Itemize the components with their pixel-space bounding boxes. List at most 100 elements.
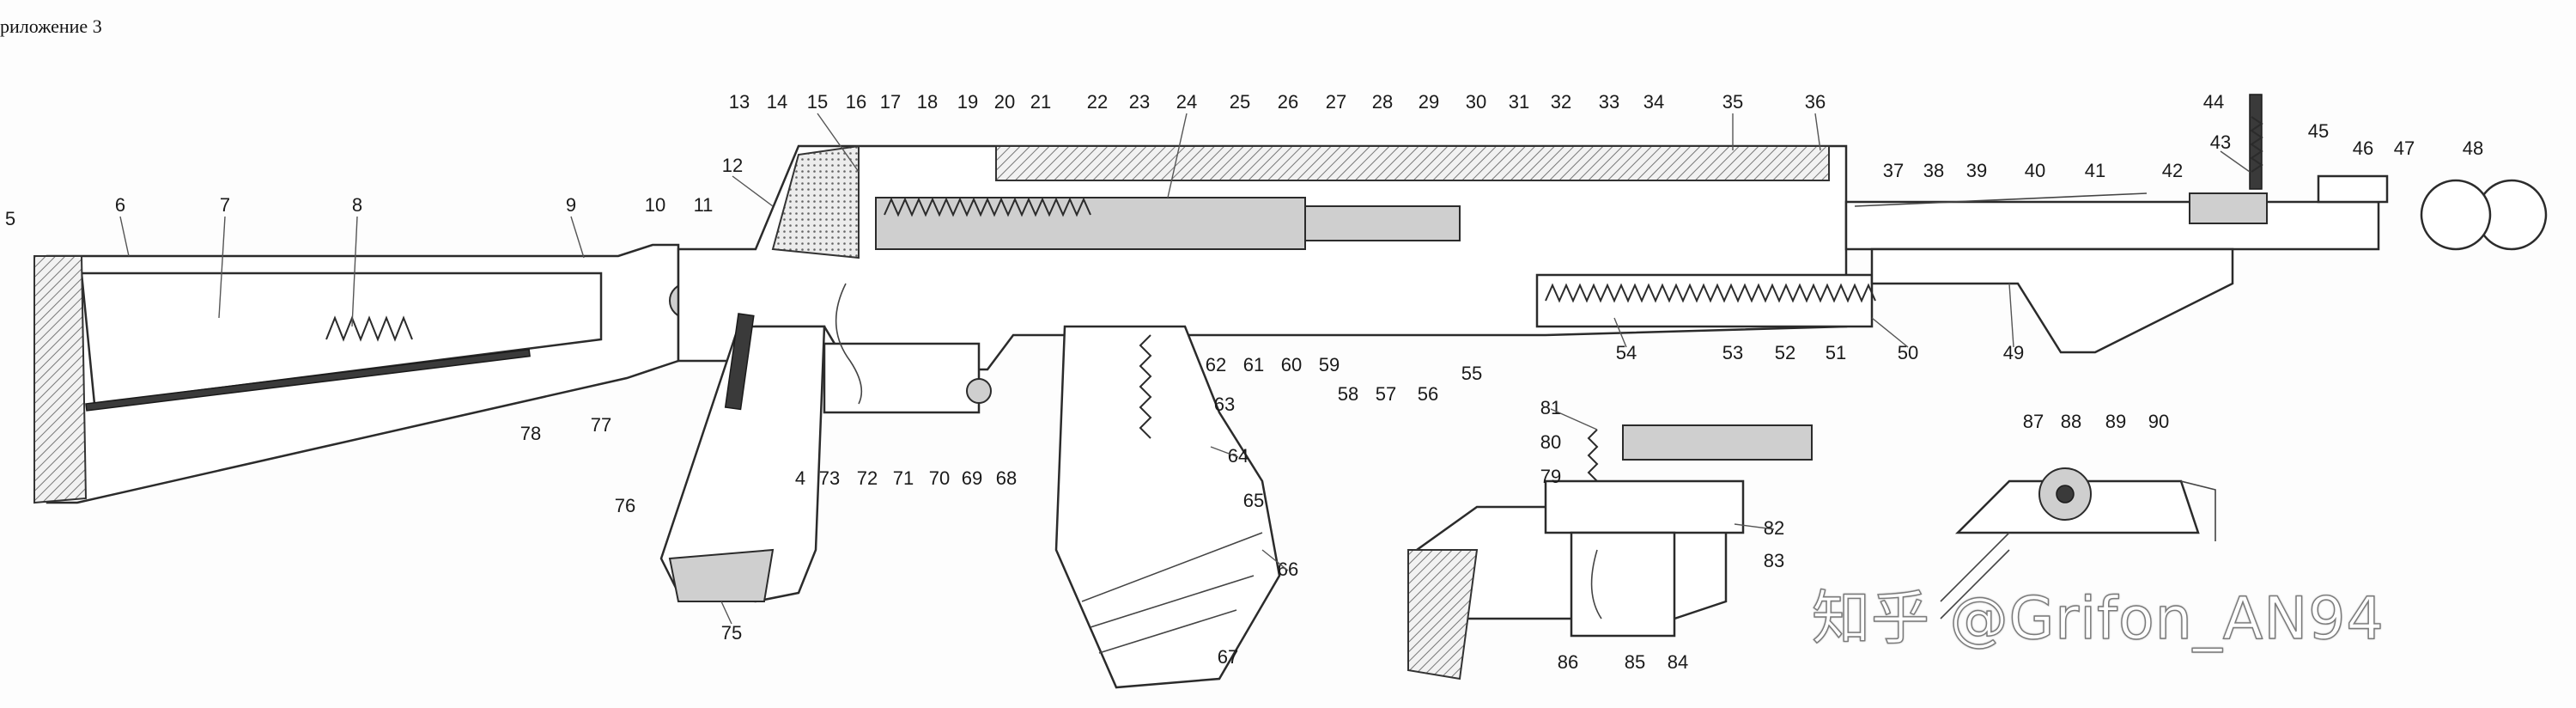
callout-41: 41 [2085,160,2105,181]
callout-9: 9 [566,194,576,216]
callout-71: 71 [893,467,914,489]
callout-10: 10 [645,194,665,216]
callout-14: 14 [767,91,787,113]
callout-4: 4 [795,467,805,489]
dust-cover [995,145,1830,181]
callout-83: 83 [1764,550,1784,571]
callout-36: 36 [1805,91,1826,113]
callout-21: 21 [1030,91,1051,113]
callout-85: 85 [1625,651,1645,673]
callout-27: 27 [1326,91,1346,113]
callout-23: 23 [1129,91,1150,113]
callout-29: 29 [1419,91,1439,113]
stock-rod [85,348,531,412]
callout-40: 40 [2025,160,2045,181]
trigger-guard [823,342,981,414]
callout-55: 55 [1461,363,1482,384]
callout-8: 8 [352,194,362,216]
callout-67: 67 [1218,646,1238,668]
site-watermark: 知乎 @Grifon_AN94 [1811,584,2385,653]
trigger-detail-drawing [1407,424,1813,681]
callout-70: 70 [929,467,950,489]
callout-42: 42 [2162,160,2183,181]
bolt-head [1304,205,1461,241]
gas-tube-lower [1535,273,1874,328]
callout-50: 50 [1898,342,1918,363]
callout-65: 65 [1243,490,1264,511]
callout-75: 75 [721,622,742,644]
leader-lines [119,113,2251,625]
magazine [1054,325,1281,689]
callout-33: 33 [1599,91,1619,113]
barrel [1844,200,2380,251]
magazine-spring [1139,334,1152,439]
callout-45: 45 [2308,120,2329,142]
upper-handguard [1854,192,2148,207]
callout-25: 25 [1230,91,1250,113]
stock-inner-cutout [80,272,603,406]
callout-73: 73 [819,467,840,489]
pistol-grip [659,325,826,603]
callout-48: 48 [2463,137,2483,159]
sight-detail-drawing [1940,467,2216,620]
callout-35: 35 [1722,91,1743,113]
callout-19: 19 [957,91,978,113]
callout-24: 24 [1176,91,1197,113]
grip-pin [724,313,755,411]
callout-38: 38 [1923,160,1944,181]
trigger [835,283,863,405]
callout-37: 37 [1883,160,1904,181]
callout-54: 54 [1616,342,1637,363]
callout-57: 57 [1376,383,1396,405]
lower-spring [1545,283,1876,303]
callout-31: 31 [1509,91,1529,113]
recoil-spring [884,197,1091,217]
callout-58: 58 [1338,383,1358,405]
callout-15: 15 [807,91,828,113]
callout-26: 26 [1278,91,1298,113]
bayonet-lug [2317,174,2389,204]
callout-13: 13 [729,91,750,113]
callout-47: 47 [2394,137,2415,159]
callout-46: 46 [2353,137,2373,159]
callout-64: 64 [1228,445,1249,467]
detail-sight-mount [2180,480,2216,541]
detail-trigger [1590,549,1602,620]
detail-stock-stub [1407,549,1479,681]
bolt-carrier [875,197,1306,250]
callout-69: 69 [962,467,982,489]
hammer-pin [966,378,992,404]
callout-7: 7 [220,194,230,216]
front-sight-spring [2250,116,2263,173]
detail-top-receiver [1544,479,1745,534]
pistol-grip-base [668,548,775,602]
callout-18: 18 [917,91,938,113]
callout-60: 60 [1281,354,1302,375]
callout-39: 39 [1966,160,1987,181]
stock-spring [325,315,413,342]
front-sight-base [2189,192,2268,224]
callout-22: 22 [1087,91,1108,113]
callout-11: 11 [694,194,714,216]
muzzle-device-rear [2420,179,2492,251]
callout-66: 66 [1278,558,1298,580]
callout-layer: 5 6 7 8 9 10 11 12 13 14 15 16 17 18 19 … [5,91,2483,673]
receiver-cover [771,144,860,259]
callout-63: 63 [1214,394,1235,415]
detail-trigger-guard [1570,531,1676,638]
callout-20: 20 [994,91,1015,113]
callout-34: 34 [1643,91,1664,113]
callout-30: 30 [1466,91,1486,113]
callout-44: 44 [2203,91,2224,113]
callout-59: 59 [1319,354,1340,375]
lower-handguard [1870,247,2234,354]
callout-72: 72 [857,467,878,489]
callout-89: 89 [2105,411,2126,432]
callout-28: 28 [1372,91,1393,113]
callout-16: 16 [846,91,866,113]
detail-cover-rail [1940,532,2010,620]
callout-86: 86 [1558,651,1578,673]
callout-80: 80 [1540,431,1561,453]
callout-68: 68 [996,467,1017,489]
